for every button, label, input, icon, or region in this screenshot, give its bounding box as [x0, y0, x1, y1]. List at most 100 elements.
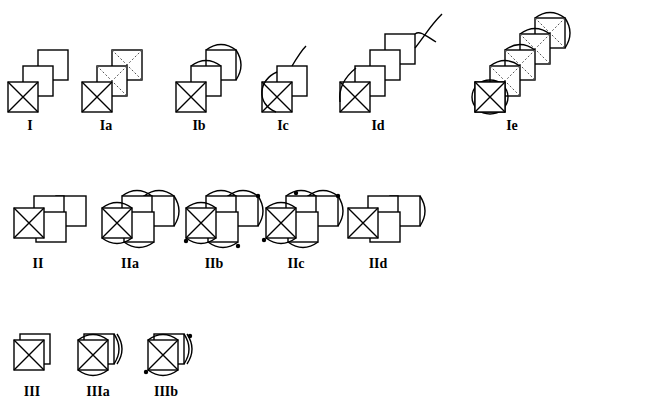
arc-cap — [266, 238, 296, 244]
arc-cap — [258, 196, 263, 226]
figure-label: Ie — [506, 118, 518, 134]
arc-cap — [208, 242, 238, 248]
pair-figure — [184, 191, 263, 249]
arc-cap — [186, 238, 216, 244]
stack-figure — [472, 13, 570, 115]
square-unit — [176, 82, 206, 112]
arc-cap — [266, 203, 296, 209]
cross-mark — [148, 340, 178, 370]
tight-figure — [144, 334, 192, 376]
arc-cap — [535, 13, 565, 19]
tight-figure — [14, 334, 50, 370]
arc-cap — [236, 50, 241, 80]
cross-mark — [78, 340, 108, 370]
arc-cap — [286, 191, 316, 197]
pair-figure — [102, 191, 179, 248]
cross-mark — [475, 82, 505, 112]
cross-mark — [14, 208, 44, 238]
stack-figure — [82, 50, 142, 112]
arc-cap — [78, 370, 108, 376]
arc-cap — [187, 334, 192, 364]
arc-cap — [184, 334, 189, 364]
arc-cap — [490, 61, 520, 67]
cross-mark — [14, 340, 44, 370]
arc-cap — [114, 334, 119, 364]
stack-figure — [176, 45, 241, 113]
arc-cap — [102, 238, 132, 244]
square-unit — [82, 82, 112, 112]
curved-strand — [292, 46, 306, 66]
arc-cap — [191, 61, 221, 67]
square-unit — [186, 208, 216, 238]
arc-cap — [78, 335, 108, 341]
square-unit — [14, 340, 44, 370]
pair-figure — [262, 191, 343, 248]
figure-label: Ic — [277, 118, 289, 134]
figure-label: Ib — [192, 118, 205, 134]
arc-cap — [148, 335, 178, 341]
arc-cap — [520, 29, 550, 35]
square-unit — [475, 82, 505, 112]
stack-figure — [8, 50, 68, 112]
cross-mark — [266, 208, 296, 238]
stack-figure — [262, 46, 307, 112]
cross-mark — [102, 208, 132, 238]
ring-outline — [472, 80, 508, 114]
arc-cap — [148, 370, 178, 376]
dot-mark — [256, 194, 260, 198]
arc-cap — [206, 45, 236, 51]
figure-label: IIIa — [86, 384, 109, 400]
figure-label: Id — [371, 118, 384, 134]
curved-strand — [415, 33, 436, 42]
pair-figure — [14, 196, 86, 242]
curved-strand — [415, 14, 442, 48]
cross-mark — [340, 82, 370, 112]
figure-label: IIIb — [154, 384, 178, 400]
arc-cap — [102, 203, 132, 209]
dot-mark — [184, 239, 188, 243]
arc-cap — [565, 18, 570, 48]
square-unit — [148, 340, 178, 370]
arc-cap — [174, 196, 179, 226]
arc-cap — [124, 242, 154, 248]
stack-figure — [340, 14, 442, 112]
figure-label: III — [24, 384, 40, 400]
curved-strand — [262, 72, 277, 112]
figure-label: IIc — [287, 256, 304, 272]
figure-label: IIa — [121, 256, 139, 272]
square-unit — [340, 82, 370, 112]
figure-label: IId — [369, 256, 388, 272]
tight-figure — [78, 334, 122, 376]
cross-mark — [262, 82, 292, 112]
arc-cap — [288, 242, 318, 248]
arc-cap — [505, 45, 535, 51]
arc-cap — [420, 196, 425, 226]
dot-mark — [262, 238, 266, 242]
cross-mark — [82, 82, 112, 112]
figure-label: Ia — [100, 118, 112, 134]
pair-figure — [348, 196, 425, 242]
cross-mark — [475, 82, 505, 112]
arc-cap — [122, 191, 152, 197]
arc-cap — [338, 196, 343, 226]
square-unit — [102, 208, 132, 238]
square-unit — [78, 340, 108, 370]
square-unit — [14, 208, 44, 238]
figure-label: IIb — [205, 256, 224, 272]
cross-mark — [8, 82, 38, 112]
square-unit — [8, 82, 38, 112]
square-unit — [475, 82, 505, 112]
cross-mark — [186, 208, 216, 238]
figure-label: I — [27, 118, 32, 134]
curved-strand — [340, 68, 356, 102]
square-unit — [262, 82, 292, 112]
arc-cap — [186, 203, 216, 209]
square-unit — [266, 208, 296, 238]
figure-label: II — [33, 256, 44, 272]
arc-cap — [117, 334, 122, 364]
dot-mark — [188, 334, 192, 338]
dot-mark — [294, 191, 298, 195]
dot-mark — [336, 194, 340, 198]
